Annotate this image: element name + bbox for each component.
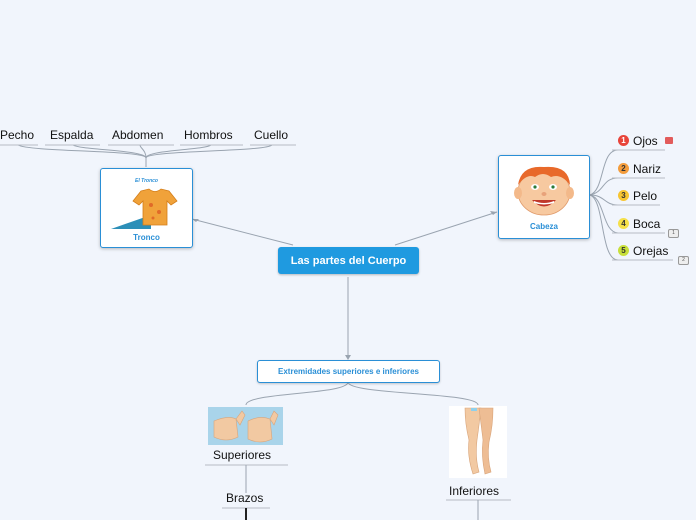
priority-2-icon: 2 bbox=[618, 163, 629, 174]
priority-1-icon: 1 bbox=[618, 135, 629, 146]
comment-count-badge[interactable]: 1 bbox=[668, 229, 679, 238]
legs-image bbox=[449, 406, 507, 478]
priority-4-icon: 4 bbox=[618, 218, 629, 229]
tronco-image-title: El Tronco bbox=[135, 178, 158, 184]
topic-abdomen[interactable]: Abdomen bbox=[112, 128, 164, 142]
topic-pelo[interactable]: Pelo bbox=[633, 189, 658, 203]
arms-image bbox=[208, 407, 283, 445]
tronco-node[interactable]: El Tronco Tronco bbox=[100, 168, 193, 248]
legs-icon bbox=[464, 407, 494, 475]
topic-cuello[interactable]: Cuello bbox=[254, 128, 289, 142]
priority-3-icon: 3 bbox=[618, 190, 629, 201]
topic-espalda[interactable]: Espalda bbox=[50, 128, 94, 142]
cabeza-label: Cabeza bbox=[529, 222, 558, 231]
link-icon[interactable] bbox=[665, 137, 673, 144]
topic-boca[interactable]: Boca bbox=[633, 217, 661, 231]
topic-orejas[interactable]: Orejas bbox=[633, 244, 669, 258]
topic-inferiores[interactable]: Inferiores bbox=[449, 484, 500, 498]
topic-nariz[interactable]: Nariz bbox=[633, 162, 662, 176]
topic-ojos[interactable]: Ojos bbox=[633, 134, 658, 148]
extremidades-node[interactable]: Extremidades superiores e inferiores bbox=[257, 360, 440, 383]
topic-brazos[interactable]: Brazos bbox=[226, 491, 264, 505]
topic-superiores[interactable]: Superiores bbox=[213, 448, 272, 462]
cabeza-node[interactable]: Cabeza bbox=[498, 155, 590, 239]
face-icon bbox=[514, 166, 574, 216]
flexed-arm-icon bbox=[213, 410, 279, 443]
topic-pecho[interactable]: Pecho bbox=[0, 128, 35, 142]
comment-count-badge[interactable]: 2 bbox=[678, 256, 689, 265]
tronco-label: Tronco bbox=[133, 233, 160, 242]
priority-5-icon: 5 bbox=[618, 245, 629, 256]
shirt-icon bbox=[111, 188, 178, 229]
central-topic[interactable]: Las partes del Cuerpo bbox=[278, 247, 419, 274]
topic-hombros[interactable]: Hombros bbox=[184, 128, 233, 142]
